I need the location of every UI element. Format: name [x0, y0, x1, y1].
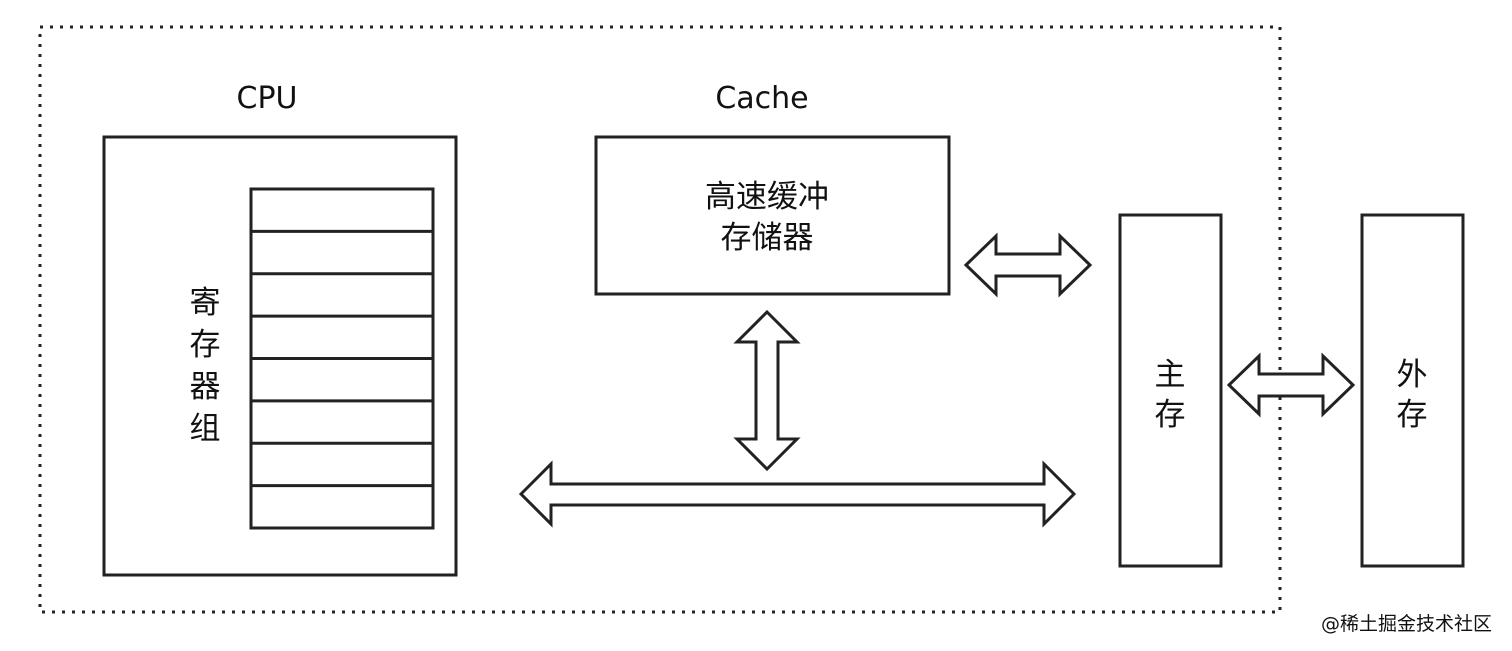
- vertical-label-char: 组: [190, 411, 221, 447]
- vertical-label-char: 外: [1397, 357, 1428, 393]
- vertical-label-char: 存: [1155, 397, 1186, 433]
- external-storage-label: 外存: [1397, 357, 1428, 433]
- vertical-label-char: 存: [190, 327, 221, 363]
- arrow-cache-main-memory: [963, 232, 1093, 298]
- vertical-label-char: 主: [1155, 357, 1186, 393]
- external-storage-box: [1360, 213, 1465, 568]
- main-memory-box: [1118, 213, 1223, 568]
- cache-box: [594, 135, 951, 296]
- register-stack: [249, 187, 435, 530]
- arrow-bus: [518, 460, 1077, 528]
- dotted-boundary: [38, 25, 1282, 614]
- watermark: @稀土掘金技术社区: [1321, 613, 1492, 635]
- vertical-label-char: 寄: [190, 285, 221, 321]
- vertical-label-char: 存: [1397, 397, 1428, 433]
- arrow-main-memory-external: [1226, 352, 1356, 418]
- cache-label-line1: 高速缓冲: [705, 179, 829, 215]
- vertical-label-char: 器: [190, 369, 221, 405]
- main-memory-label: 主存: [1155, 357, 1186, 433]
- cache-title: Cache: [715, 81, 808, 116]
- cache-label-line2: 存储器: [721, 220, 814, 256]
- cpu-title: CPU: [237, 81, 298, 116]
- arrow-cache-bus: [733, 309, 801, 472]
